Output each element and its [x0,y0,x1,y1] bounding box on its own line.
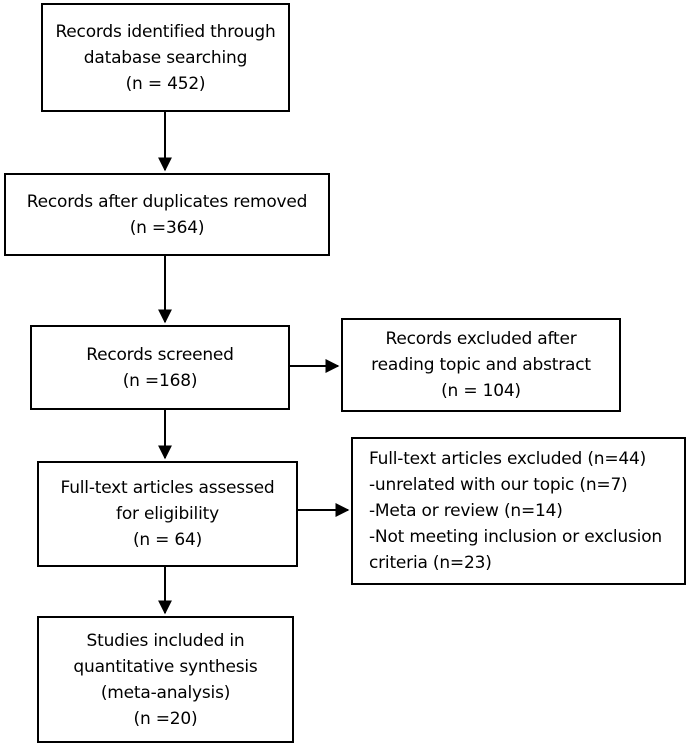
full-text-assessed-box: Full-text articles assessed for eligibil… [37,461,298,567]
records-screened-label: Records screened [86,344,234,365]
records-identified-line-1: Records identified through [55,21,276,42]
studies-included-count: (n =20) [133,708,198,729]
full-text-excluded-heading: Full-text articles excluded (n=44) [369,449,647,469]
records-excluded-line-2: reading topic and abstract [371,355,591,375]
records-excluded-line-1: Records excluded after [385,329,577,349]
full-text-assessed-line-1: Full-text articles assessed [60,478,275,498]
records-identified-line-2: database searching [83,47,248,68]
records-excluded-abstract-box: Records excluded after reading topic and… [341,318,621,412]
studies-included-box: Studies included in quantitative synthes… [37,616,294,743]
full-text-assessed-line-2: for eligibility [116,504,219,524]
studies-included-line-1: Studies included in [86,630,245,651]
full-text-excluded-reason-meta: -Meta or review (n=14) [369,501,563,521]
studies-included-line-3: (meta-analysis) [100,682,231,703]
records-after-duplicates-line-1: Records after duplicates removed [26,191,308,212]
full-text-assessed-count: (n = 64) [132,530,203,550]
records-after-duplicates-count: (n =364) [129,217,205,238]
full-text-excluded-reason-criteria: -Not meeting inclusion or exclusion [369,527,662,547]
records-after-duplicates-box: Records after duplicates removed (n =364… [4,173,330,256]
records-screened-box: Records screened (n =168) [30,325,290,410]
full-text-excluded-reason-criteria-count: criteria (n=23) [369,553,492,573]
studies-included-line-2: quantitative synthesis [73,656,258,677]
records-identified-box: Records identified through database sear… [41,3,290,112]
full-text-excluded-reason-unrelated: -unrelated with our topic (n=7) [369,475,628,495]
records-identified-count: (n = 452) [125,73,206,94]
records-screened-count: (n =168) [122,370,198,391]
full-text-excluded-box: Full-text articles excluded (n=44) -unre… [351,437,686,585]
records-excluded-count: (n = 104) [441,381,521,401]
